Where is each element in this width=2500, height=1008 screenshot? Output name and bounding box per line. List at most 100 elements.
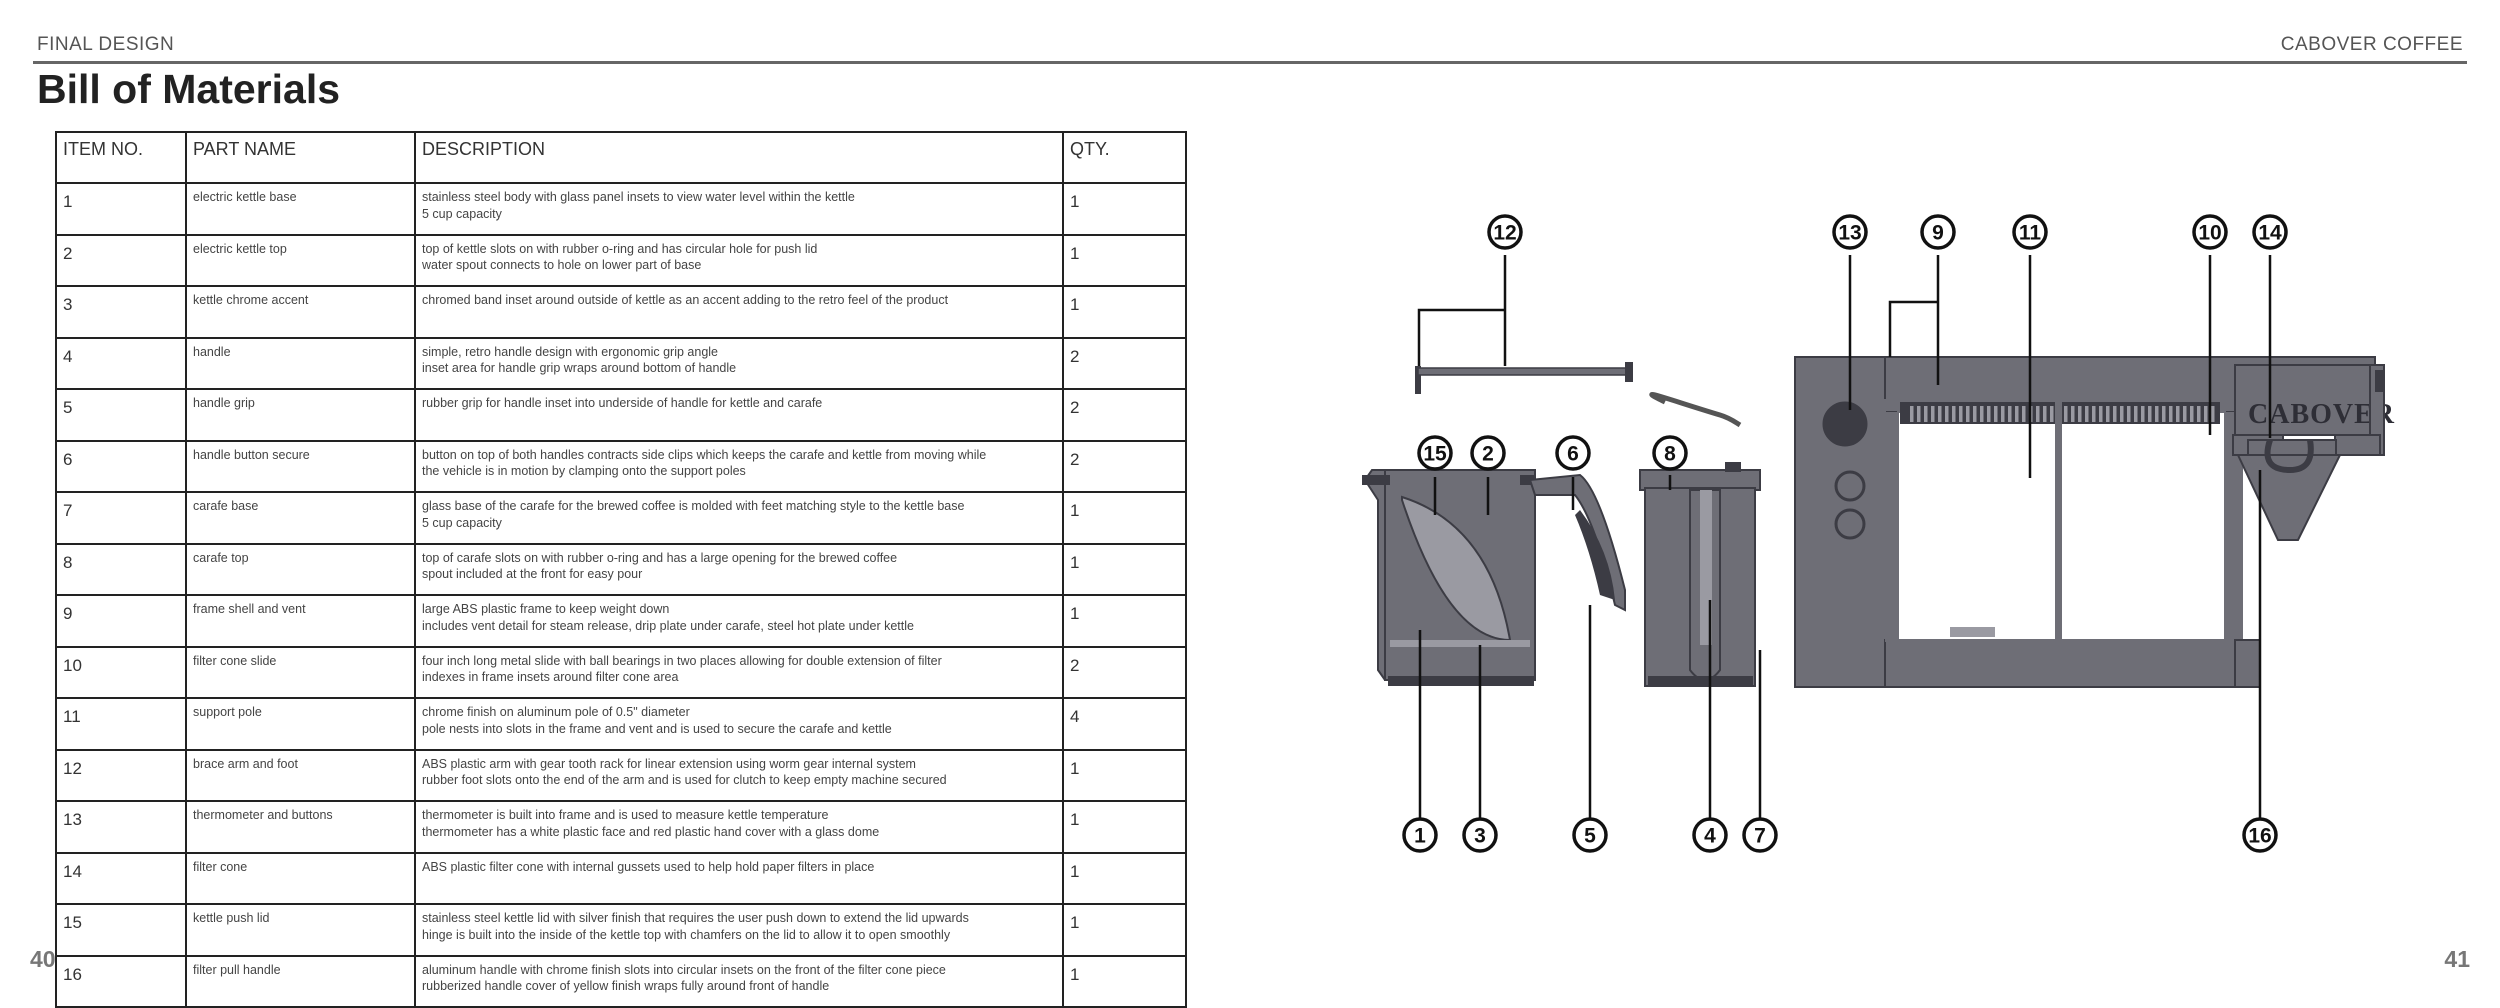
description-line-1: thermometer is built into frame and is u…: [422, 808, 829, 822]
description-line-2: spout included at the front for easy pou…: [422, 567, 643, 582]
description-line-1: aluminum handle with chrome finish slots…: [422, 962, 946, 977]
quantity-cell: 1: [1062, 903, 1187, 957]
description-line-2: includes vent detail for steam release, …: [422, 618, 914, 633]
item-number-cell: 7: [55, 491, 187, 545]
callout-label: 8: [1664, 443, 1676, 466]
brace-arm-part: [1415, 362, 1633, 394]
table-header-row: ITEM NO. PART NAME DESCRIPTION QTY.: [55, 131, 1187, 184]
item-number-cell: 8: [55, 542, 187, 596]
item-number-cell: 2: [55, 233, 187, 287]
callout-8: 8: [1652, 435, 1688, 471]
part-name-cell: carafe top: [185, 542, 416, 596]
description-line-2: rubber foot slots onto the end of the ar…: [422, 773, 947, 788]
item-number-cell: 12: [55, 748, 187, 802]
quantity-cell: 1: [1062, 285, 1187, 339]
part-name-cell: handle: [185, 336, 416, 390]
description-line-1: button on top of both handles contracts …: [422, 447, 987, 462]
power-cable: [1649, 392, 1742, 428]
part-name-cell: electric kettle top: [185, 233, 416, 287]
description-cell: chromed band inset around outside of ket…: [414, 285, 1064, 339]
description-line-2: indexes in frame insets around filter co…: [422, 670, 679, 685]
description-line-2: pole nests into slots in the frame and v…: [422, 721, 892, 736]
quantity-cell: 1: [1062, 748, 1187, 802]
description-cell: ABS plastic arm with gear tooth rack for…: [414, 748, 1064, 802]
exploded-product-diagram: CABOVER: [1362, 214, 2394, 853]
description-cell: aluminum handle with chrome finish slots…: [414, 954, 1064, 1008]
header-rule: [33, 61, 2467, 64]
item-number-cell: 1: [55, 182, 187, 236]
item-number-cell: 4: [55, 336, 187, 390]
item-number-cell: 14: [55, 851, 187, 905]
description-cell: simple, retro handle design with ergonom…: [414, 336, 1064, 390]
description-line-1: four inch long metal slide with ball bea…: [422, 653, 942, 668]
callout-15: 15: [1417, 435, 1453, 471]
quantity-cell: 1: [1062, 800, 1187, 854]
callout-label: 14: [2258, 222, 2282, 245]
callout-label: 4: [1704, 825, 1716, 848]
callout-9: 9: [1920, 214, 1956, 250]
item-number-cell: 6: [55, 439, 187, 493]
item-number-cell: 15: [55, 903, 187, 957]
description-cell: large ABS plastic frame to keep weight d…: [414, 594, 1064, 648]
brand-label: CABOVER COFFEE: [2280, 34, 2463, 55]
description-cell: top of kettle slots on with rubber o-rin…: [414, 233, 1064, 287]
part-name-cell: filter cone slide: [185, 645, 416, 699]
column-header-description: DESCRIPTION: [414, 131, 1064, 184]
description-line-2: hinge is built into the inside of the ke…: [422, 927, 951, 942]
callout-7: 7: [1742, 817, 1778, 853]
description-cell: stainless steel body with glass panel in…: [414, 182, 1064, 236]
callout-1: 1: [1402, 817, 1438, 853]
callout-13: 13: [1832, 214, 1868, 250]
item-number-cell: 16: [55, 954, 187, 1008]
part-name-cell: electric kettle base: [185, 182, 416, 236]
quantity-cell: 1: [1062, 954, 1187, 1008]
description-line-1: top of carafe slots on with rubber o-rin…: [422, 550, 898, 565]
part-name-cell: kettle push lid: [185, 903, 416, 957]
callout-label: 5: [1584, 825, 1596, 848]
description-line-1: chrome finish on aluminum pole of 0.5" d…: [422, 705, 690, 719]
page-title: Bill of Materials: [37, 66, 341, 112]
item-number-cell: 11: [55, 697, 187, 751]
description-cell: button on top of both handles contracts …: [414, 439, 1064, 493]
callout-label: 6: [1567, 443, 1579, 466]
page-number-right: 41: [2444, 946, 2470, 972]
part-name-cell: handle button secure: [185, 439, 416, 493]
part-name-cell: handle grip: [185, 388, 416, 442]
column-header-qty: QTY.: [1062, 131, 1187, 184]
callout-label: 13: [1838, 222, 1861, 245]
callout-label: 15: [1423, 443, 1447, 466]
quantity-cell: 1: [1062, 491, 1187, 545]
description-cell: ABS plastic filter cone with internal gu…: [414, 851, 1064, 905]
description-line-1: ABS plastic filter cone with internal gu…: [422, 859, 875, 874]
callout-5: 5: [1572, 817, 1608, 853]
callout-label: 9: [1932, 222, 1944, 245]
quantity-cell: 2: [1062, 336, 1187, 390]
carafe-part: [1639, 462, 1761, 687]
description-cell: glass base of the carafe for the brewed …: [414, 491, 1064, 545]
callout-label: 7: [1754, 825, 1766, 848]
page-number-left: 40: [30, 946, 56, 972]
description-line-1: stainless steel body with glass panel in…: [422, 190, 855, 204]
callout-label: 1: [1414, 825, 1426, 848]
callout-label: 2: [1482, 443, 1494, 466]
callout-4: 4: [1692, 817, 1728, 853]
kettle-part: [1362, 469, 1626, 686]
part-name-cell: support pole: [185, 697, 416, 751]
callout-label: 16: [2248, 825, 2271, 848]
description-line-2: rubberized handle cover of yellow finish…: [422, 979, 830, 994]
quantity-cell: 1: [1062, 542, 1187, 596]
callout-11: 11: [2012, 214, 2048, 250]
description-line-1: ABS plastic arm with gear tooth rack for…: [422, 756, 916, 771]
callout-3: 3: [1462, 817, 1498, 853]
item-number-cell: 3: [55, 285, 187, 339]
